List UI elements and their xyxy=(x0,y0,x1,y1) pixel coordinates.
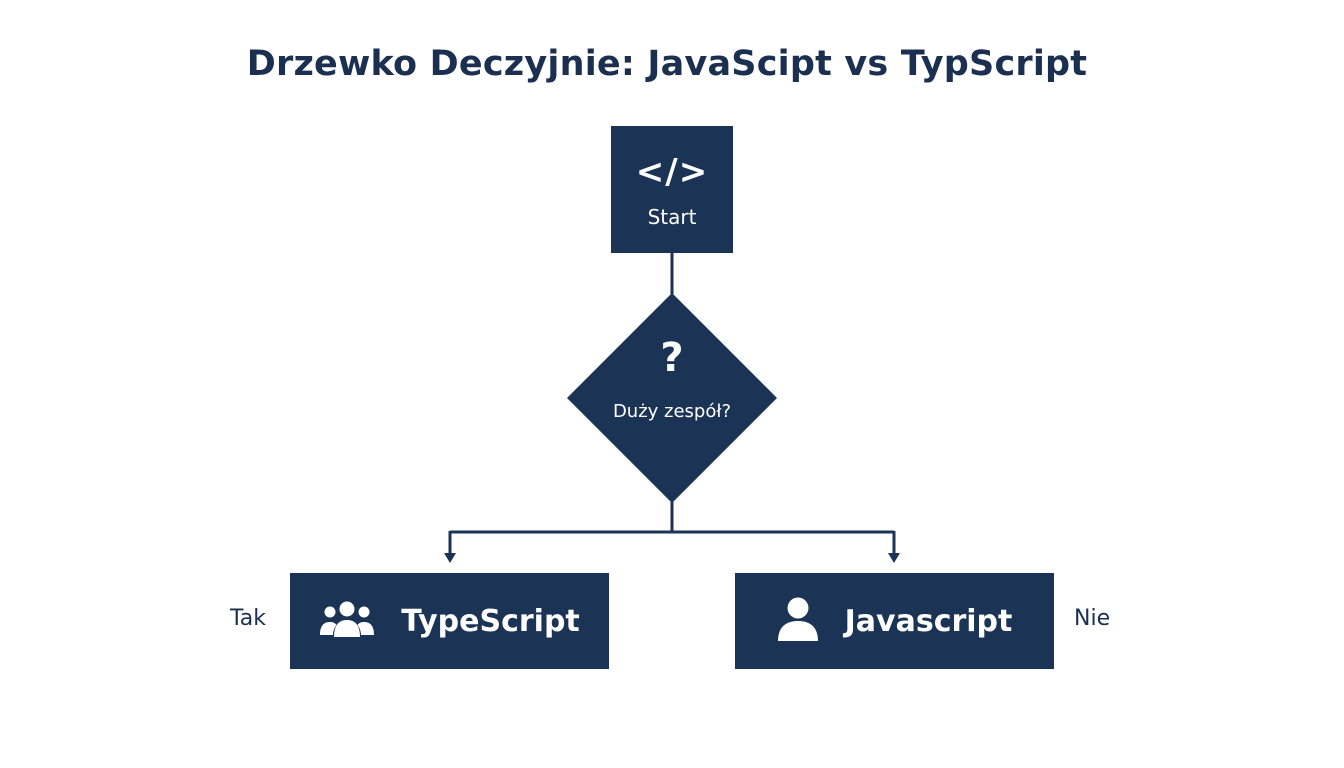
javascript-label: Javascript xyxy=(844,603,1013,639)
javascript-node: Javascript xyxy=(735,573,1054,669)
question-icon: ? xyxy=(660,335,684,381)
start-label: Start xyxy=(647,204,697,229)
user-icon xyxy=(777,596,819,646)
yes-edge-label: Tak xyxy=(230,606,267,631)
code-icon: </> xyxy=(635,151,709,192)
typescript-node: TypeScript xyxy=(290,573,609,669)
yes-arrowhead xyxy=(444,553,456,563)
typescript-label: TypeScript xyxy=(401,603,580,639)
diagram-title: Drzewko Deczyjnie: JavaScipt vs TypScrip… xyxy=(246,44,1088,84)
start-node: </> Start xyxy=(611,126,733,253)
decision-diamond xyxy=(567,293,777,503)
no-arrowhead xyxy=(888,553,900,563)
team-icon xyxy=(319,599,375,643)
no-edge-label: Nie xyxy=(1074,606,1111,631)
decision-node: ? Duży zespół? xyxy=(567,293,777,503)
decision-label: Duży zespół? xyxy=(612,401,732,422)
